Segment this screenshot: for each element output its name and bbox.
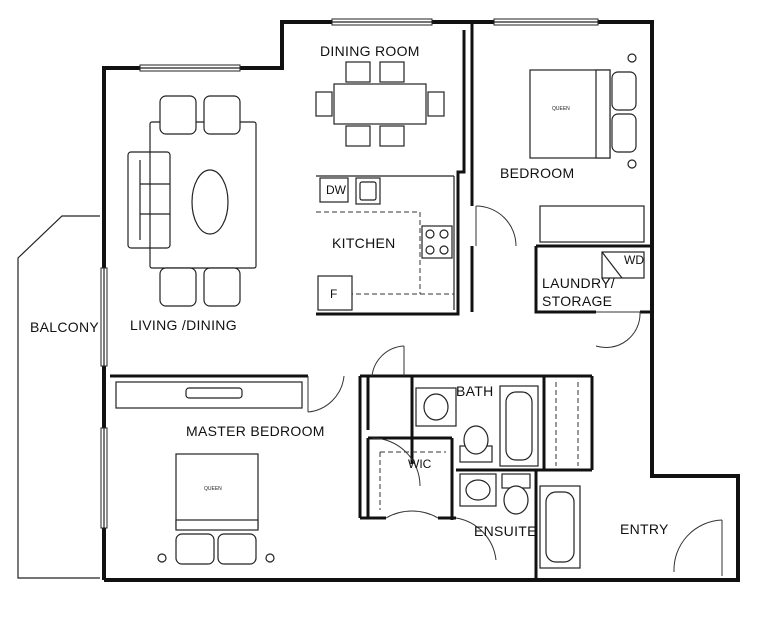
label-bed-bedroom: QUEEN (552, 106, 570, 112)
master-furniture (115, 381, 303, 565)
windows (100, 18, 599, 529)
label-washer-dryer: WD (624, 253, 644, 267)
bath-fixtures (415, 382, 579, 467)
label-ensuite: ENSUITE (474, 523, 537, 539)
label-fridge: F (330, 287, 337, 301)
label-bath: BATH (456, 383, 494, 399)
interior-walls (110, 22, 652, 580)
label-entry: ENTRY (620, 521, 669, 537)
kitchen-fixtures (316, 175, 455, 311)
label-living-dining: LIVING /DINING (130, 317, 237, 333)
laundry-fixtures (601, 251, 645, 279)
living-furniture (127, 95, 257, 307)
ensuite-fixtures (459, 473, 581, 569)
wic-rails (379, 451, 446, 510)
label-dishwasher: DW (326, 183, 347, 197)
label-bedroom: BEDROOM (500, 165, 574, 181)
label-bed-master: QUEEN (204, 486, 222, 492)
balcony-outline (17, 215, 100, 579)
doors (307, 205, 723, 576)
label-dining-room: DINING ROOM (320, 43, 420, 59)
dining-furniture (315, 61, 445, 147)
bedroom-furniture (529, 53, 645, 243)
label-laundry-line2: STORAGE (542, 293, 612, 309)
label-balcony: BALCONY (30, 319, 99, 335)
label-master-bedroom: MASTER BEDROOM (186, 423, 325, 439)
label-wic: WIC (408, 457, 432, 471)
label-laundry-line1: LAUNDRY/ (542, 275, 615, 291)
label-kitchen: KITCHEN (332, 235, 396, 251)
